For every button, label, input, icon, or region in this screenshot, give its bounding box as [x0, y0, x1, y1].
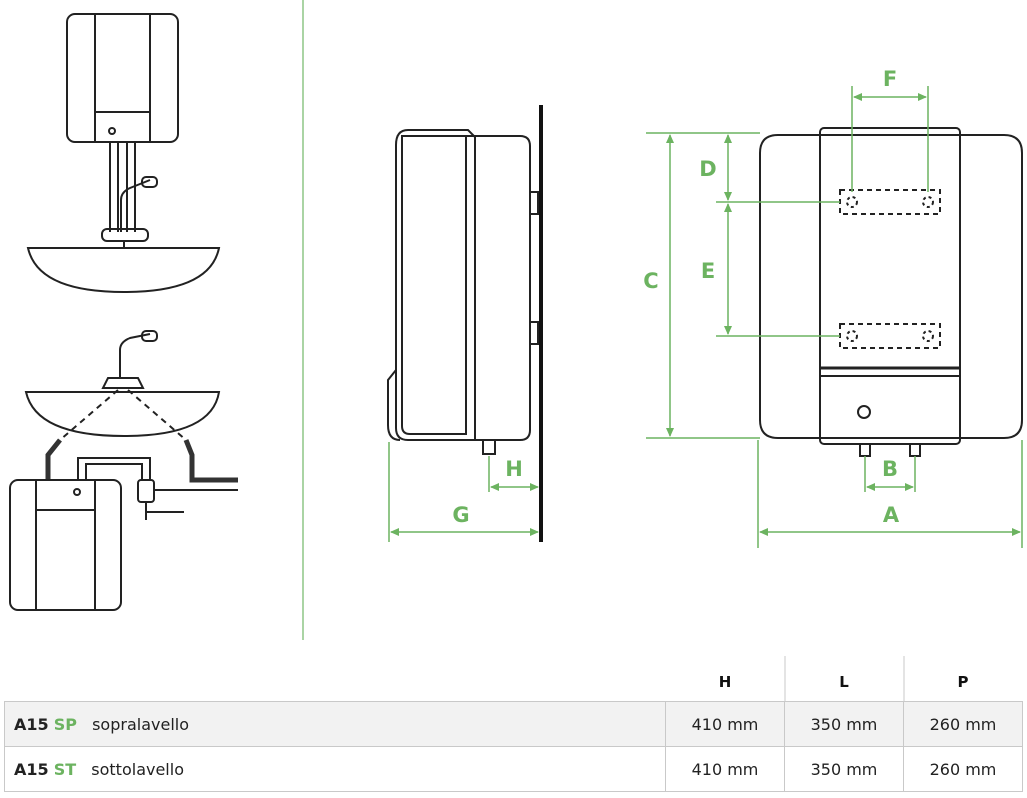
technical-diagram: A B C D E F G H: [9, 0, 1023, 640]
dim-label-d: D: [699, 157, 716, 181]
table-row: A15 ST sottolavello 410 mm 350 mm 260 mm: [4, 746, 1023, 792]
model-description: sottolavello: [91, 759, 184, 779]
model-description: sopralavello: [92, 714, 189, 734]
dim-label-b: B: [882, 457, 898, 481]
dim-label-f: F: [883, 67, 897, 91]
installation-under-sink: [9, 330, 238, 611]
dim-label-e: E: [701, 259, 715, 283]
model-suffix: ST: [53, 759, 77, 779]
value-h: 410 mm: [665, 701, 785, 747]
value-h: 410 mm: [665, 746, 785, 792]
dim-label-g: G: [452, 503, 469, 527]
column-header-p: P: [957, 673, 969, 691]
value-p: 260 mm: [903, 701, 1023, 747]
model-suffix: SP: [53, 714, 77, 734]
column-header-h: H: [718, 673, 732, 691]
dim-label-h: H: [505, 457, 523, 481]
model-code: A15: [14, 714, 49, 734]
dimension-lines: [388, 86, 1023, 548]
installation-over-sink: [26, 13, 221, 294]
value-l: 350 mm: [784, 701, 904, 747]
value-p: 260 mm: [903, 746, 1023, 792]
dim-label-c: C: [643, 269, 658, 293]
side-view-heater: [387, 105, 543, 542]
table-row: A15 SP sopralavello 410 mm 350 mm 260 mm: [4, 701, 1023, 747]
specs-table: A15 SP sopralavello 410 mm 350 mm 260 mm…: [4, 701, 1023, 792]
model-cell: A15 SP sopralavello: [4, 701, 666, 747]
column-header-l: L: [839, 673, 849, 691]
dim-label-a: A: [883, 503, 900, 527]
value-l: 350 mm: [784, 746, 904, 792]
model-cell: A15 ST sottolavello: [4, 746, 666, 792]
model-code: A15: [14, 759, 49, 779]
